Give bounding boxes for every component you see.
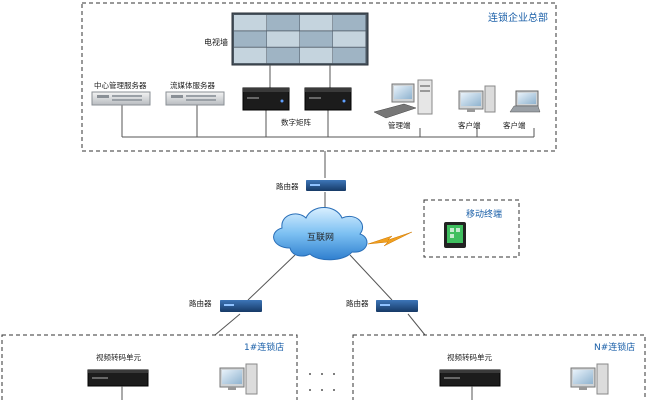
video-wall-label: 电视墙 — [204, 37, 228, 47]
video-wall-screen — [300, 15, 333, 31]
router-top-label: 路由器 — [276, 181, 299, 191]
client2-label: 客户端 — [503, 120, 526, 130]
video-wall-screen — [267, 15, 300, 31]
video-wall-screen — [300, 47, 333, 64]
central-server-icon — [91, 91, 151, 106]
video-wall-screen — [333, 31, 366, 47]
storeN-border — [352, 334, 646, 400]
video-wall-screen — [333, 47, 366, 64]
matrix-label: 数字矩阵 — [281, 117, 311, 127]
management-workstation-icon — [373, 79, 433, 119]
central-server-label: 中心管理服务器 — [94, 80, 147, 90]
mobile-terminal-group: 移动终端 — [423, 199, 520, 258]
router-top-icon — [306, 180, 346, 191]
network-lines — [214, 151, 426, 336]
stream-server-label: 流媒体服务器 — [170, 80, 215, 90]
tablet-icon — [444, 222, 466, 248]
store1-group: 1#连锁店 视频转码单元 — [1, 334, 298, 400]
video-wall-screen — [234, 31, 267, 47]
router-right-label: 路由器 — [346, 298, 369, 308]
wireless-lightning-icon — [367, 231, 413, 247]
store1-title: 1#连锁店 — [244, 341, 284, 353]
hq-connection-lines — [121, 65, 535, 138]
storeN-unit-label: 视频转码单元 — [447, 352, 492, 362]
client-pc-1-icon — [458, 85, 496, 113]
stream-server-icon — [165, 91, 225, 106]
router-right-icon — [376, 300, 418, 312]
headquarters-border — [81, 2, 557, 152]
router-left-label: 路由器 — [189, 298, 212, 308]
headquarters-group: 连锁企业总部 电视墙 中心管理服务器 — [81, 2, 557, 152]
matrix-unit-2-icon — [304, 87, 352, 111]
video-wall-screen — [267, 47, 300, 64]
internet-cloud-icon — [273, 207, 368, 261]
store1-pc-icon — [219, 363, 258, 395]
video-wall-screen — [234, 47, 267, 64]
storeN-group: N#连锁店 视频转码单元 — [352, 334, 646, 400]
video-wall — [231, 12, 369, 66]
client1-label: 客户端 — [458, 120, 481, 130]
video-wall-screen — [300, 31, 333, 47]
video-wall-screen — [267, 31, 300, 47]
video-wall-screen — [234, 15, 267, 31]
matrix-unit-1-icon — [242, 87, 290, 111]
management-label: 管理端 — [388, 120, 411, 130]
storeN-title: N#连锁店 — [594, 341, 635, 353]
storeN-transcoder-icon — [439, 369, 501, 387]
internet-label: 互联网 — [307, 232, 334, 243]
headquarters-title: 连锁企业总部 — [488, 11, 548, 24]
store1-transcoder-icon — [87, 369, 149, 387]
client-laptop-icon — [509, 90, 541, 113]
video-wall-screen — [333, 15, 366, 31]
storeN-pc-icon — [570, 363, 609, 395]
router-left-icon — [220, 300, 262, 312]
store1-border — [1, 334, 298, 400]
mobile-terminal-border — [423, 199, 520, 258]
mobile-label: 移动终端 — [466, 208, 502, 220]
store1-unit-label: 视频转码单元 — [96, 352, 141, 362]
more-stores-ellipsis — [309, 373, 335, 391]
